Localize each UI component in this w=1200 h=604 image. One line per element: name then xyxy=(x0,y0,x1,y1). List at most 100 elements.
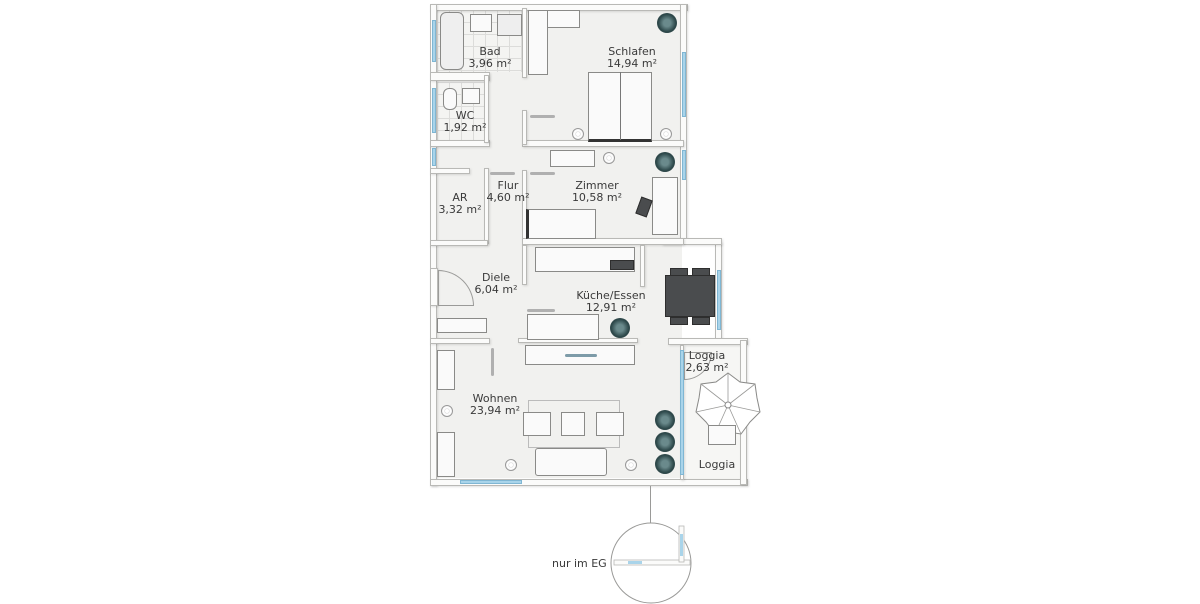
door-rod-wohnen xyxy=(491,348,494,376)
detail-note: nur im EG xyxy=(552,557,607,570)
wall-ar-top xyxy=(430,168,470,174)
wall-right-upper xyxy=(680,4,687,242)
diele-shelf xyxy=(437,318,487,333)
wall-ar-bottom xyxy=(430,240,488,246)
lamp-schlafen-right xyxy=(660,128,672,140)
room-name: Flur xyxy=(497,179,519,192)
room-name: Loggia xyxy=(688,349,726,362)
zimmer-shelf xyxy=(550,150,595,167)
lamp-wohnen-right xyxy=(625,459,637,471)
wc-toilet xyxy=(443,88,457,110)
room-name: WC xyxy=(455,109,475,122)
room-name: Schlafen xyxy=(608,45,656,58)
zimmer-bed xyxy=(526,209,596,239)
window-wohnen-loggia xyxy=(680,350,684,475)
room-area: 1,92 m² xyxy=(443,121,487,134)
dining-chair-3 xyxy=(670,317,688,325)
wall-bottom xyxy=(430,479,748,486)
room-name: Wohnen xyxy=(472,392,518,405)
loggia-table xyxy=(708,425,736,445)
sofa xyxy=(535,448,607,476)
room-name: Küche/Essen xyxy=(576,289,646,302)
room-area: 23,94 m² xyxy=(469,404,521,417)
plant-zimmer xyxy=(655,152,675,172)
lamp-wohnen-left xyxy=(441,405,453,417)
room-area: 10,58 m² xyxy=(571,191,623,204)
dining-chair-1 xyxy=(670,268,688,276)
wc-sink xyxy=(462,88,480,104)
loggia-lower-label: Loggia xyxy=(698,458,736,471)
wall-bad-wc xyxy=(430,72,490,81)
window-schlafen xyxy=(682,52,686,117)
door-rod-schlafen xyxy=(530,115,555,118)
wardrobe-side xyxy=(528,10,548,75)
coffee-table xyxy=(561,412,585,436)
room-area: 4,60 m² xyxy=(486,191,530,204)
room-area: 3,96 m² xyxy=(468,57,512,70)
room-name: Bad xyxy=(479,45,501,58)
zimmer-desk xyxy=(652,177,678,235)
wall-bad-right xyxy=(522,8,527,78)
window-wohnen-bottom xyxy=(460,480,522,484)
armchair-left xyxy=(523,412,551,436)
detail-circle xyxy=(610,522,692,604)
plant-wohnen-1 xyxy=(655,410,675,430)
bed-divider xyxy=(620,72,621,140)
room-area: 2,63 m² xyxy=(685,361,729,374)
wall-schlafen-left xyxy=(522,110,527,145)
detail-leader-line xyxy=(650,486,651,524)
plant-wohnen-2 xyxy=(655,432,675,452)
wall-kitchen-mid xyxy=(640,245,645,287)
window-ar xyxy=(432,148,436,166)
dining-chair-2 xyxy=(692,268,710,276)
wall-diele-bottom xyxy=(430,338,490,344)
lamp-wohnen-bottom xyxy=(505,459,517,471)
door-rod-zimmer xyxy=(530,172,555,175)
wohnen-shelf-lower xyxy=(437,432,455,477)
door-rod-kitchen xyxy=(527,309,555,312)
plant-kitchen xyxy=(610,318,630,338)
armchair-right xyxy=(596,412,624,436)
bathtub xyxy=(440,12,464,70)
room-name: Diele xyxy=(481,271,511,284)
room-name: Zimmer xyxy=(575,179,619,192)
dining-table xyxy=(665,275,715,317)
window-bad xyxy=(432,20,436,62)
room-area: 14,94 m² xyxy=(606,57,658,70)
wall-kitchen-left xyxy=(522,245,527,285)
wohnen-shelf-upper xyxy=(437,350,455,390)
window-kitchen xyxy=(717,270,721,330)
dining-chair-4 xyxy=(692,317,710,325)
wall-wc-right xyxy=(484,75,489,143)
kitchen-island xyxy=(527,314,599,340)
plant-schlafen xyxy=(657,13,677,33)
plant-wohnen-3 xyxy=(655,454,675,474)
door-rod-flur xyxy=(490,172,515,175)
bad-shower xyxy=(497,14,522,36)
bad-sink xyxy=(470,14,492,32)
room-name: AR xyxy=(452,191,468,204)
wall-wc-bottom xyxy=(430,140,490,147)
room-area: 12,91 m² xyxy=(585,301,637,314)
wall-diele-left xyxy=(430,268,438,306)
wall-zimmer-bottom xyxy=(522,238,684,245)
room-area: 3,32 m² xyxy=(438,203,482,216)
lamp-zimmer xyxy=(603,152,615,164)
lamp-schlafen-left xyxy=(572,128,584,140)
room-area: 6,04 m² xyxy=(474,283,518,296)
wall-loggia-top xyxy=(668,338,748,345)
kitchen-stove xyxy=(610,260,634,270)
window-wc xyxy=(432,88,436,133)
window-zimmer xyxy=(682,150,686,180)
